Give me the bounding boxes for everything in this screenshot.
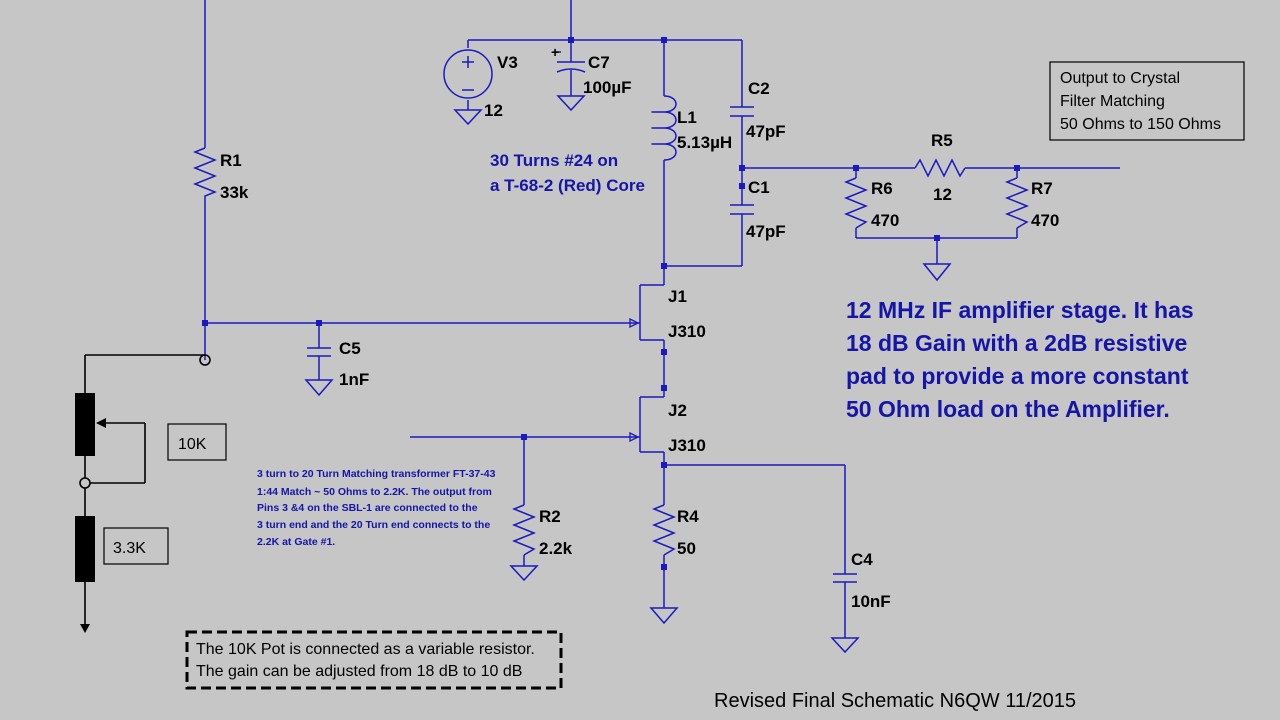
- fixed-resistor-label-box: 3.3K: [103, 527, 169, 565]
- r1-ref: R1: [220, 151, 242, 170]
- c7-ref: C7: [588, 53, 610, 72]
- j2-ref: J2: [668, 401, 687, 420]
- description-line-1: 12 MHz IF amplifier stage. It has: [846, 297, 1194, 323]
- r6-ref: R6: [871, 179, 893, 198]
- j1-value: J310: [668, 322, 706, 341]
- transformer-note-line-4: 3 turn end and the 20 Turn end connects …: [257, 519, 490, 531]
- junction-dots: [202, 37, 1020, 570]
- c5-ref: C5: [339, 339, 361, 358]
- pot-label: 10K: [178, 436, 207, 453]
- transformer-note-line-3: Pins 3 &4 on the SBL-1 are connected to …: [257, 502, 478, 514]
- transformer-note-line-5: 2.2K at Gate #1.: [257, 536, 335, 548]
- transformer-note-line-1: 3 turn to 20 Turn Matching transformer F…: [257, 468, 496, 480]
- r5-ref: R5: [931, 131, 953, 150]
- j1-ref: J1: [668, 287, 687, 306]
- c5-value: 1nF: [339, 370, 369, 389]
- r2-ref: R2: [539, 507, 561, 526]
- r6-resistor: R6 470: [843, 177, 899, 230]
- l1-value: 5.13µH: [677, 133, 732, 152]
- c1-value: 47pF: [746, 222, 786, 241]
- r2-value: 2.2k: [539, 539, 573, 558]
- fixed-resistor-label: 3.3K: [113, 540, 146, 557]
- c2-capacitor: C2 47pF: [730, 79, 786, 141]
- description-line-3: pad to provide a more constant: [846, 363, 1189, 389]
- v3-ref: V3: [497, 53, 518, 72]
- footer-caption: Revised Final Schematic N6QW 11/2015: [714, 690, 1076, 712]
- l1-inductor: L1 5.13µH: [651, 95, 732, 161]
- transformer-note-line-2: 1:44 Match ~ 50 Ohms to 2.2K. The output…: [257, 486, 492, 498]
- description-line-4: 50 Ohm load on the Amplifier.: [846, 396, 1170, 422]
- description-line-2: 18 dB Gain with a 2dB resistive: [846, 330, 1187, 356]
- c5-capacitor: C5 1nF: [304, 339, 369, 397]
- r1-resistor: R1 33k: [192, 147, 249, 203]
- gain-pot-network: [75, 354, 211, 633]
- coil-note-line-2: a T-68-2 (Red) Core: [490, 176, 645, 195]
- c1-ref: C1: [748, 178, 770, 197]
- c2-ref: C2: [748, 79, 770, 98]
- pot-note-line-1: The 10K Pot is connected as a variable r…: [196, 641, 535, 658]
- c1-capacitor: C1 47pF: [730, 178, 786, 241]
- v3-voltage-source: V3 12: [443, 49, 518, 126]
- v3-value: 12: [484, 101, 503, 120]
- j2-value: J310: [668, 436, 706, 455]
- r7-resistor: R7 470: [1004, 177, 1059, 230]
- output-box-line-1: Output to Crystal: [1060, 70, 1180, 87]
- r4-ref: R4: [677, 507, 699, 526]
- r5-value: 12: [933, 185, 952, 204]
- j1-jfet: J1 J310: [629, 287, 706, 341]
- r5-resistor: R5 12: [914, 131, 966, 204]
- output-box-line-2: Filter Matching: [1060, 93, 1165, 110]
- r4-value: 50: [677, 539, 696, 558]
- c7-value: 100µF: [583, 78, 632, 97]
- l1-ref: L1: [677, 108, 697, 127]
- wires: [204, 0, 1120, 638]
- r2-resistor: R2 2.2k: [509, 504, 573, 582]
- output-box-line-3: 50 Ohms to 150 Ohms: [1060, 116, 1221, 133]
- c4-ref: C4: [851, 550, 873, 569]
- pad-ground-symbol: [922, 263, 952, 282]
- c2-value: 47pF: [746, 122, 786, 141]
- c7-capacitor: + C7 100µF: [551, 44, 632, 112]
- c4-value: 10nF: [851, 592, 891, 611]
- r7-value: 470: [1031, 211, 1059, 230]
- c4-capacitor: C4 10nF: [830, 550, 891, 654]
- svg-text:+: +: [551, 44, 559, 60]
- coil-note-line-1: 30 Turns #24 on: [490, 151, 618, 170]
- r4-resistor: R4 50: [649, 504, 699, 625]
- r6-value: 470: [871, 211, 899, 230]
- pot-note-box: The 10K Pot is connected as a variable r…: [185, 630, 563, 690]
- r7-ref: R7: [1031, 179, 1053, 198]
- output-box: Output to Crystal Filter Matching 50 Ohm…: [1049, 61, 1245, 141]
- r1-value: 33k: [220, 183, 249, 202]
- pot-note-line-2: The gain can be adjusted from 18 dB to 1…: [196, 663, 522, 680]
- pot-label-box: 10K: [167, 423, 227, 461]
- j2-jfet: J2 J310: [629, 401, 706, 455]
